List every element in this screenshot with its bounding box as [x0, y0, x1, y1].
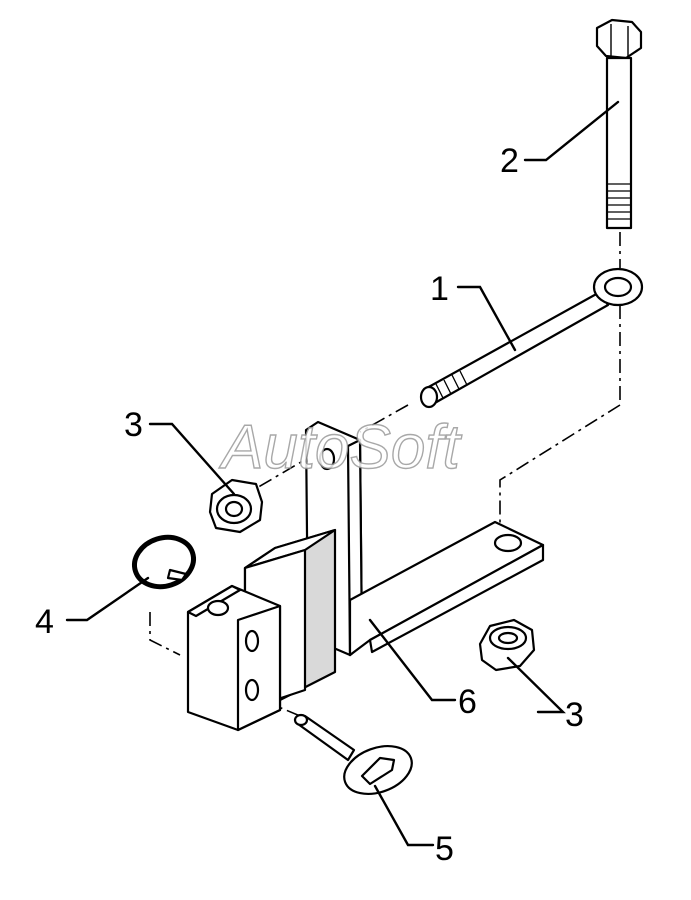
nut-upper-part-3: [208, 478, 264, 534]
bracket-part-6: [186, 420, 545, 732]
callout-3-lower: 3: [565, 696, 584, 734]
callout-2: 2: [500, 142, 519, 180]
watermark-text: AutoSoft: [218, 413, 463, 482]
callout-3-upper: 3: [124, 406, 143, 444]
pin-part-5: [293, 713, 413, 795]
leader-lines: [65, 100, 620, 847]
bolt-part-2: [595, 18, 643, 230]
callout-1: 1: [430, 270, 449, 308]
callout-labels: 1 2 3 3 4 5 6: [35, 142, 584, 868]
callout-4: 4: [35, 603, 54, 641]
nut-lower-part-3: [478, 618, 536, 672]
rod-part-1: [419, 267, 644, 409]
ring-part-4: [132, 534, 196, 590]
callout-6: 6: [458, 683, 477, 721]
callout-5: 5: [435, 830, 454, 868]
